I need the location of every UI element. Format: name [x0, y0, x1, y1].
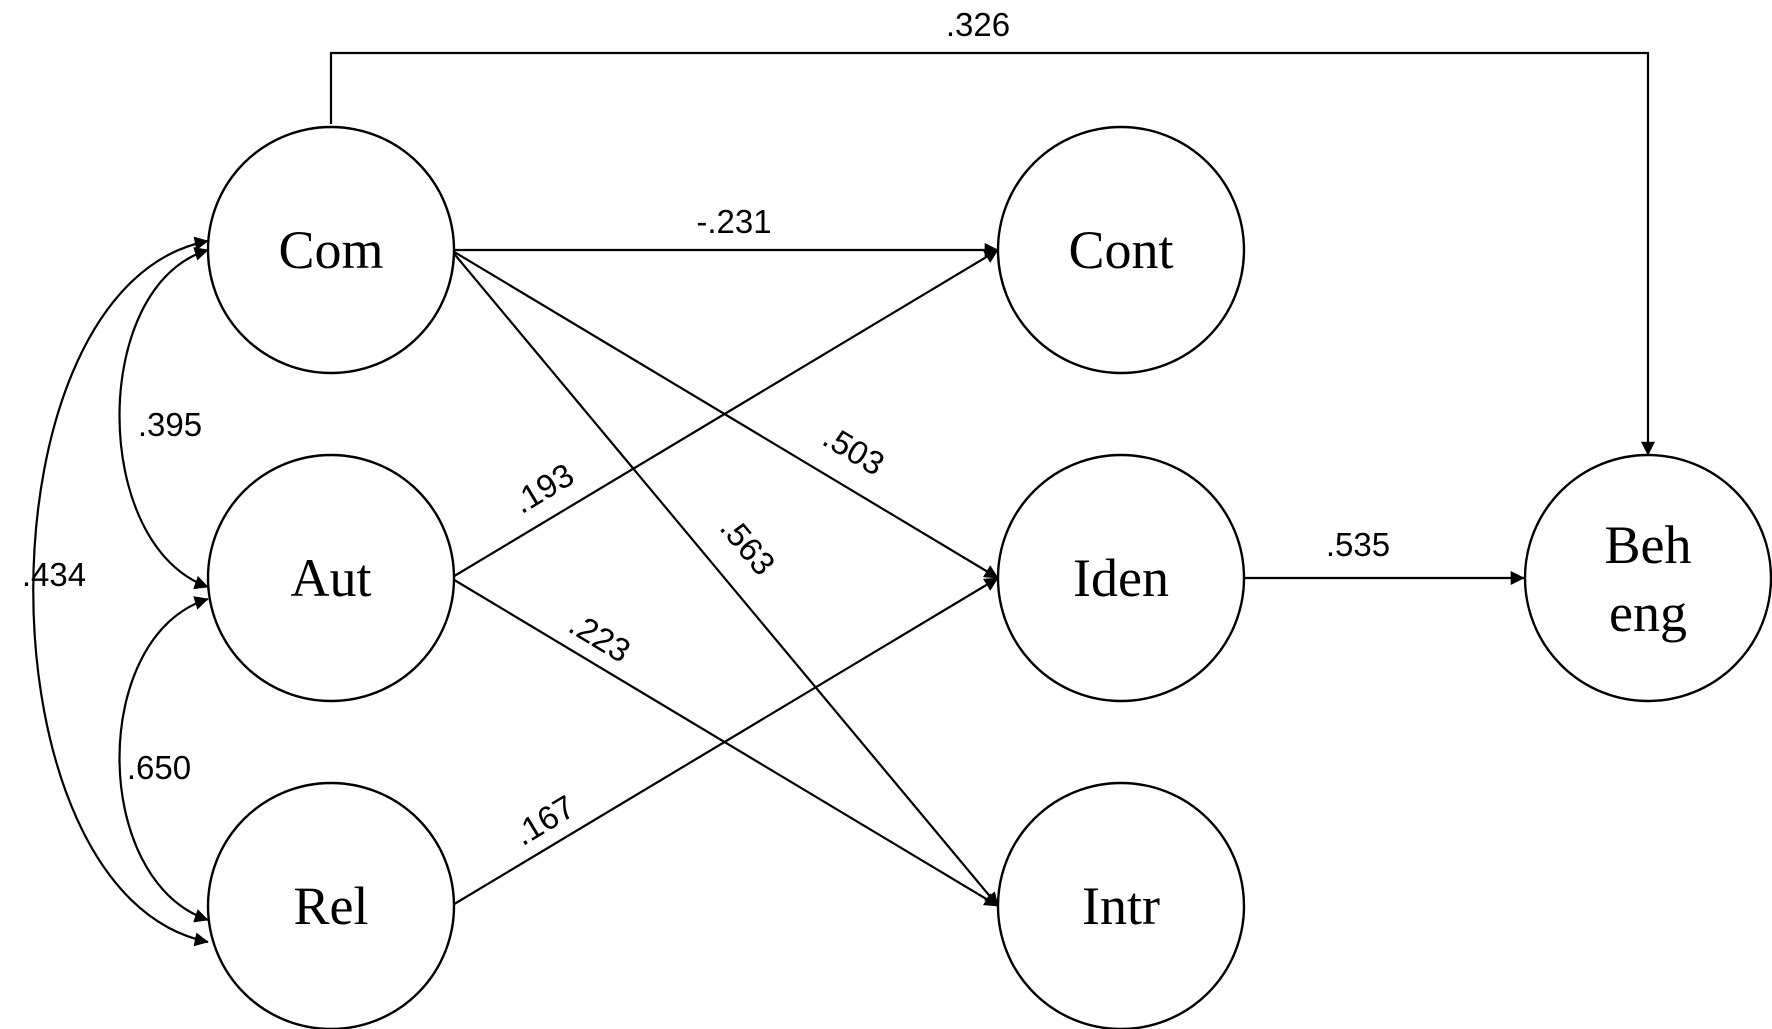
label-corr-aut-rel: .650	[127, 749, 191, 786]
label-corr-com-rel: .434	[22, 556, 86, 593]
label-corr-com-aut: .395	[138, 406, 202, 443]
label-iden-beh: .535	[1326, 526, 1390, 563]
node-com: Com	[206, 125, 456, 375]
label-rel-iden: .167	[507, 788, 581, 853]
path-labels: .326 -.231 .503 .563 .193 .223 .167 .535	[506, 6, 1390, 853]
node-aut-label: Aut	[291, 548, 372, 608]
correlation-arcs	[32, 236, 209, 947]
node-beh-eng-label-line1: Beh	[1605, 515, 1692, 575]
label-com-iden: .503	[817, 418, 891, 483]
node-cont: Cont	[996, 125, 1246, 375]
node-rel-label: Rel	[294, 876, 369, 936]
path-aut-cont	[450, 249, 999, 579]
path-com-intr	[450, 249, 999, 907]
node-iden: Iden	[996, 453, 1246, 703]
path-com-beh	[329, 51, 1655, 456]
node-intr-label: Intr	[1082, 876, 1160, 936]
correlation-aut-rel	[118, 596, 209, 923]
correlation-com-rel	[32, 236, 209, 947]
correlation-com-aut	[118, 247, 209, 590]
node-aut: Aut	[206, 453, 456, 703]
label-com-cont: -.231	[696, 203, 771, 240]
node-intr: Intr	[996, 781, 1246, 1029]
nodes: Com Aut Rel Cont Iden Intr Beh eng	[206, 125, 1772, 1029]
correlation-labels: .395 .650 .434	[22, 406, 202, 786]
node-iden-label: Iden	[1073, 548, 1169, 608]
label-aut-cont: .193	[506, 456, 580, 521]
node-cont-label: Cont	[1068, 220, 1173, 280]
node-com-label: Com	[278, 220, 383, 280]
node-beh-eng: Beh eng	[1523, 453, 1772, 703]
label-com-intr: .563	[713, 509, 783, 582]
node-rel: Rel	[206, 781, 456, 1029]
path-lines	[329, 51, 1655, 907]
path-rel-iden	[450, 577, 999, 907]
label-com-beh: .326	[946, 6, 1010, 43]
node-beh-eng-label-line2: eng	[1609, 583, 1687, 643]
label-aut-intr: .223	[563, 605, 637, 670]
